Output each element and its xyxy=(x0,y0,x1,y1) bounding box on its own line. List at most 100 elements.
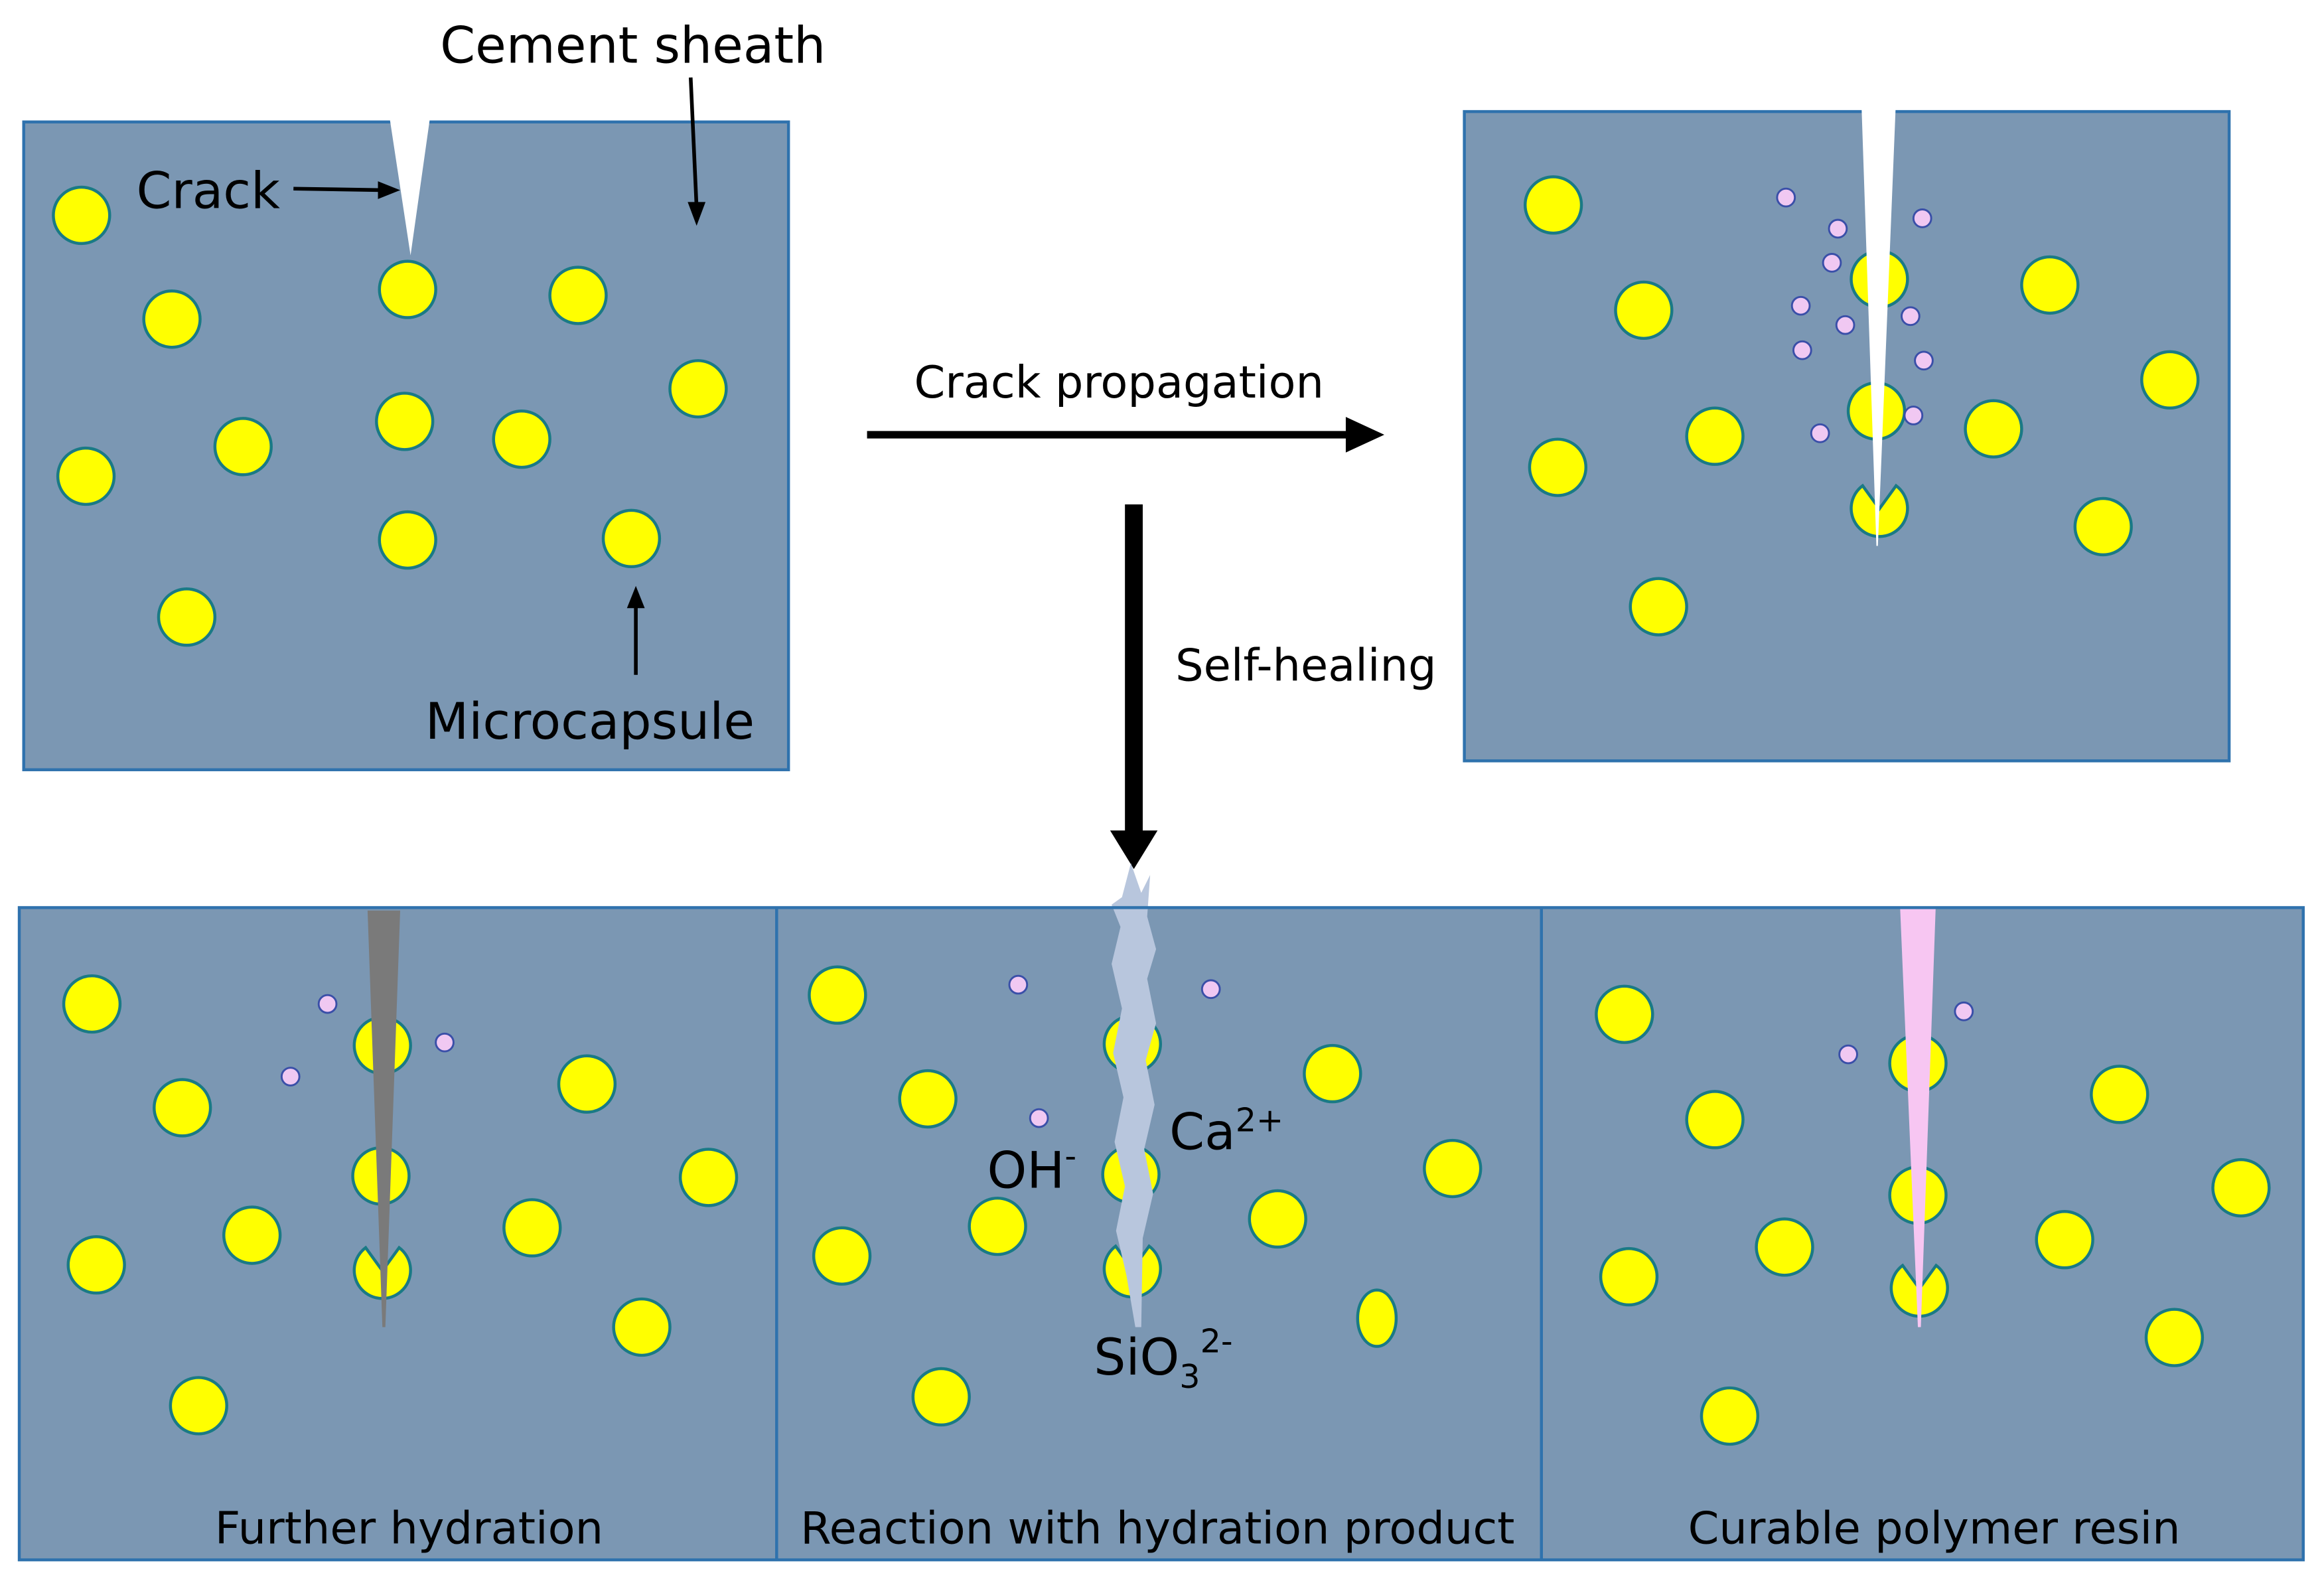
healing-agent-particle xyxy=(1914,350,1934,371)
capsule-group xyxy=(62,974,739,1436)
microcapsule xyxy=(1599,1246,1659,1307)
cement-sheath-pointer-head xyxy=(688,202,706,226)
crack-propagation-arrow-head xyxy=(1345,417,1385,453)
microcapsule xyxy=(213,417,273,477)
microcapsule xyxy=(2144,1308,2205,1367)
microcapsule xyxy=(1523,175,1583,235)
further-hydration-label: Further hydration xyxy=(215,1503,603,1554)
microcapsule xyxy=(668,359,728,419)
silicate-ion-label: SiO32- xyxy=(1094,1321,1232,1396)
microcapsule xyxy=(1303,1043,1362,1104)
microcapsule xyxy=(66,1235,126,1295)
microcapsule xyxy=(169,1376,228,1436)
microcapsule xyxy=(62,974,122,1034)
crack-propagation-label: Crack propagation xyxy=(914,356,1324,408)
microcapsule xyxy=(1685,1090,1745,1150)
panel-reaction-hydration-product: Ca2+ OH- SiO32- Reaction with hydration … xyxy=(776,863,1542,1560)
panel-border xyxy=(1463,110,2231,763)
microcapsule xyxy=(2035,1210,2094,1270)
microcapsule xyxy=(1614,280,1674,340)
microcapsule-label: Microcapsule xyxy=(425,692,755,751)
healing-agent-particle xyxy=(1822,253,1842,273)
microcapsule xyxy=(2140,350,2200,410)
healing-agent-particle xyxy=(1903,406,1924,425)
microcapsule xyxy=(153,1078,212,1138)
oh-ion-base: OH xyxy=(987,1142,1064,1200)
bottom-panels-border xyxy=(17,906,2305,1562)
microcapsule xyxy=(492,410,551,469)
microcapsule xyxy=(2211,1158,2271,1218)
microcapsule xyxy=(612,1297,672,1357)
silicate-ion-subscript: 3 xyxy=(1179,1357,1200,1396)
healing-agent-particle xyxy=(1828,218,1848,239)
ca-ion-charge: 2+ xyxy=(1236,1101,1283,1140)
self-healing-label: Self-healing xyxy=(1175,640,1436,692)
microcapsule xyxy=(601,508,662,568)
microcapsule-pointer-head xyxy=(626,585,645,609)
released-agent-particles xyxy=(1838,1001,1974,1065)
healing-agent-particle xyxy=(1008,974,1029,995)
healing-agent-particle xyxy=(1912,208,1932,228)
microcapsule xyxy=(378,260,437,319)
initial-crack xyxy=(390,119,430,256)
healing-agent-particle xyxy=(1835,315,1855,335)
microcapsule xyxy=(1595,984,1654,1044)
healing-agent-particle xyxy=(1792,340,1812,360)
healing-agent-particle xyxy=(1029,1108,1049,1128)
cement-sheath-block xyxy=(19,907,777,1560)
microcapsule xyxy=(1755,1217,1814,1277)
microcapsule xyxy=(1964,399,2023,459)
self-healing-arrow-shaft xyxy=(1125,504,1143,837)
resin-label: Curable polymer resin xyxy=(1688,1503,2181,1554)
microcapsule xyxy=(911,1367,971,1427)
healing-agent-particle xyxy=(1790,295,1811,316)
propagated-crack xyxy=(1861,107,1896,546)
microcapsule xyxy=(808,965,867,1025)
resin-filled-crack xyxy=(1900,907,1936,1327)
cement-sheath-pointer xyxy=(688,77,699,208)
ca-ion-label: Ca2+ xyxy=(1169,1101,1283,1162)
panel-curable-polymer-resin: Curable polymer resin xyxy=(1541,907,2303,1560)
microcapsule xyxy=(1356,1288,1398,1348)
microcapsule xyxy=(1685,406,1745,466)
microcapsule xyxy=(812,1226,872,1286)
self-healing-arrow-head xyxy=(1110,830,1158,869)
healing-agent-particle xyxy=(1776,187,1796,208)
microcapsule xyxy=(2073,496,2133,557)
microcapsule xyxy=(52,185,111,246)
microcapsule xyxy=(1248,1189,1307,1249)
microcapsule xyxy=(898,1069,958,1129)
microcapsule xyxy=(375,392,435,451)
crack-label: Crack xyxy=(136,161,279,220)
microcapsule xyxy=(502,1198,562,1258)
microcapsule xyxy=(968,1196,1027,1256)
hydration-filled-crack xyxy=(367,910,401,1327)
microcapsule xyxy=(2090,1065,2149,1124)
released-agent-particles xyxy=(1776,187,1934,443)
healing-agent-particle xyxy=(435,1032,455,1053)
microcapsule xyxy=(548,265,608,325)
oh-ion-label: OH- xyxy=(987,1136,1076,1199)
healing-agent-particle xyxy=(1838,1044,1858,1065)
released-agent-particles xyxy=(1008,974,1221,1128)
microcapsule xyxy=(1423,1138,1483,1199)
healing-agent-particle xyxy=(1810,423,1830,443)
panel-initial-sheath xyxy=(22,119,790,771)
cement-sheath-label: Cement sheath xyxy=(440,16,826,74)
microcapsule xyxy=(1528,437,1587,497)
microcapsule xyxy=(56,446,116,506)
panel-further-hydration: Further hydration xyxy=(19,907,777,1560)
healing-agent-particle xyxy=(280,1067,301,1087)
healing-agent-particle xyxy=(317,994,338,1014)
reaction-product-crack xyxy=(1112,863,1157,1327)
microcapsule xyxy=(157,587,217,647)
capsule-group xyxy=(52,185,728,647)
healing-agent-particle xyxy=(1901,306,1921,327)
microcapsule xyxy=(222,1205,282,1265)
crack-pointer-head xyxy=(378,181,401,199)
silicate-ion-charge: 2- xyxy=(1200,1321,1233,1360)
ruptured-microcapsule xyxy=(1850,483,1909,538)
silicate-ion-base: SiO xyxy=(1094,1328,1179,1387)
microcapsule xyxy=(378,510,437,570)
